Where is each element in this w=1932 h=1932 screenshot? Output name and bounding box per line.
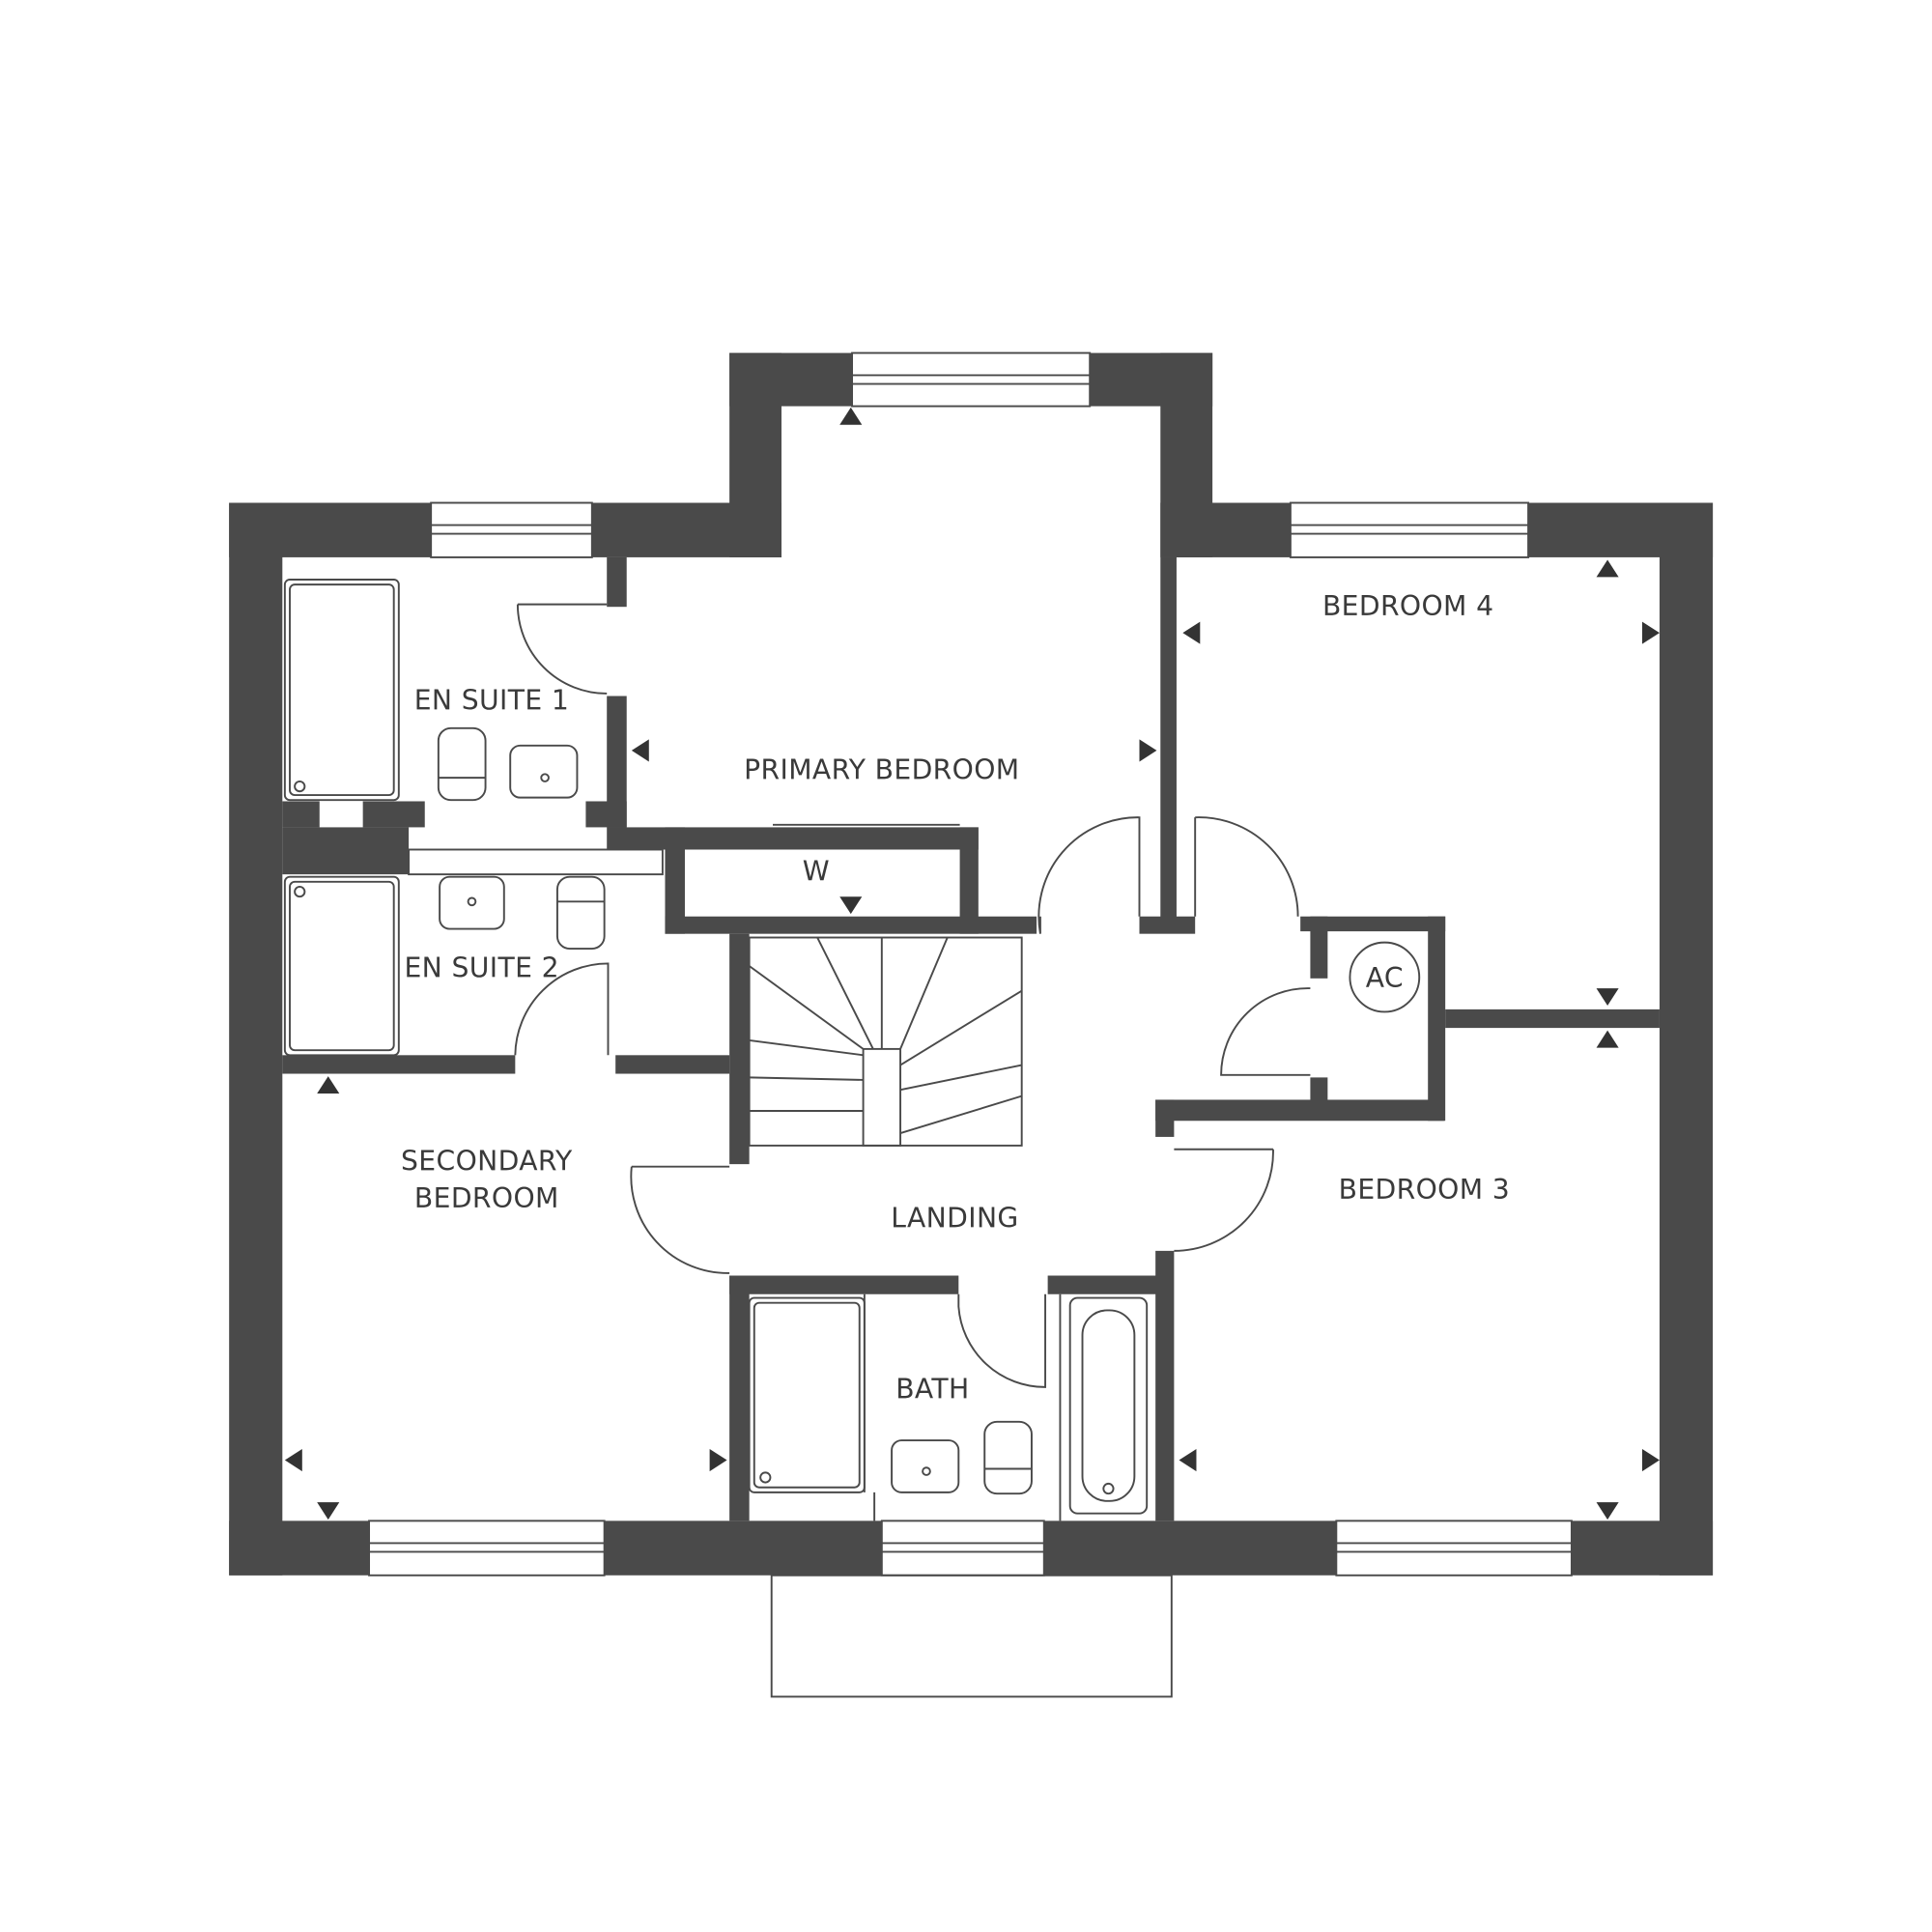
- wardrobe-doors: [684, 823, 960, 834]
- airing-cupboard-symbol: [1349, 941, 1421, 1013]
- label-landing: LANDING: [891, 1203, 1018, 1235]
- label-en-suite-2: EN SUITE 2: [404, 952, 558, 984]
- label-bath: BATH: [895, 1373, 969, 1405]
- label-primary-bedroom: PRIMARY BEDROOM: [744, 753, 1019, 785]
- label-en-suite-1: EN SUITE 1: [414, 685, 569, 717]
- label-ac: AC: [1366, 962, 1404, 994]
- doors[interactable]: [514, 603, 1311, 1388]
- label-bedroom-4: BEDROOM 4: [1322, 590, 1493, 622]
- porch-outline: [770, 1574, 1173, 1698]
- label-secondary-bedroom: SECONDARY: [401, 1146, 573, 1178]
- bathroom-fixtures: [283, 579, 1149, 1521]
- dimension-arrows: [284, 407, 1660, 1520]
- label-secondary-bedroom-2: BEDROOM: [414, 1182, 559, 1214]
- windows: [368, 352, 1573, 1577]
- label-bedroom-3: BEDROOM 3: [1339, 1174, 1510, 1206]
- label-wardrobe: W: [803, 856, 830, 888]
- staircase: [748, 936, 1023, 1147]
